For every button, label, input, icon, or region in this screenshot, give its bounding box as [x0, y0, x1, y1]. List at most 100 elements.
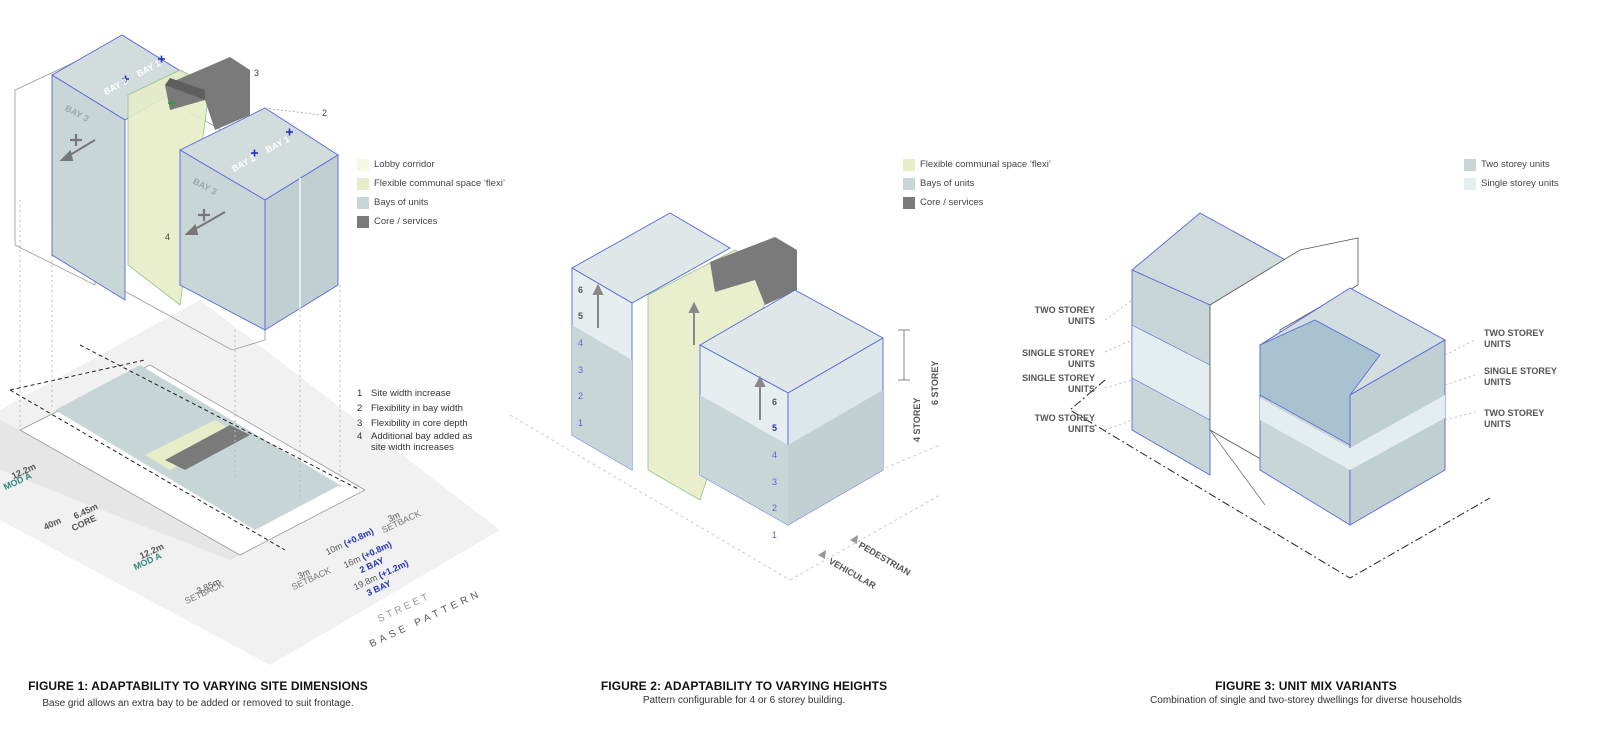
- label-leader-lines: [1104, 299, 1476, 431]
- core-volume: [165, 57, 250, 130]
- block-left-lower: [572, 325, 632, 470]
- note-item: 4 Additional bay added as site width incr…: [357, 431, 477, 453]
- note-number: 1: [357, 388, 363, 399]
- unit-label: TWO STOREY UNITS: [1034, 305, 1095, 326]
- legend-item: Bays of units: [903, 174, 1051, 193]
- legend-swatch: [1464, 158, 1476, 171]
- legend-label: Core / services: [374, 216, 438, 227]
- legend-item: Core / services: [903, 193, 1051, 212]
- figure-1-caption: FIGURE 1: ADAPTABILITY TO VARYING SITE D…: [0, 679, 396, 709]
- site-boundary: [1069, 379, 1491, 579]
- note-text: Flexibility in bay width: [371, 403, 463, 414]
- up-arrow-icon: [592, 283, 766, 420]
- level-number: 5: [578, 311, 584, 321]
- note-text: Site width increase: [371, 388, 451, 399]
- plan-dashed-line: [9, 359, 146, 391]
- block-right-lower: [700, 395, 788, 525]
- unit-label: TWO STOREY UNITS: [1484, 328, 1545, 349]
- callout-3: 3: [254, 68, 260, 78]
- figure-3: TWO STOREY UNITS SINGLE STOREY UNITS SIN…: [1022, 0, 1600, 755]
- legend-item: Flexible communal space ‘flexi’: [903, 155, 1051, 174]
- plan-dashed-line: [79, 344, 361, 491]
- legend-item: Single storey units: [1464, 174, 1559, 193]
- legend-swatch: [903, 177, 915, 190]
- figure-3-title: FIGURE 3: UNIT MIX VARIANTS: [1215, 679, 1397, 693]
- legend-item: Flexible communal space ‘flexi’: [357, 174, 505, 193]
- legend-swatch: [1464, 177, 1476, 190]
- figure-1-title: FIGURE 1: ADAPTABILITY TO VARYING SITE D…: [28, 679, 368, 693]
- block-right-lower-side: [788, 390, 883, 525]
- highlighted-unit: [1259, 319, 1381, 446]
- legend-swatch: [357, 158, 369, 171]
- leader-line: [264, 107, 321, 116]
- legend-swatch: [903, 158, 915, 171]
- level-number: 6: [578, 285, 584, 295]
- legend-label: Flexible communal space ‘flexi’: [374, 178, 505, 189]
- note-number: 3: [357, 418, 363, 429]
- pedestrian-arrow-icon: [850, 535, 858, 544]
- legend-label: Single storey units: [1481, 178, 1559, 189]
- figure-3-legend: Two storey units Single storey units: [1464, 155, 1559, 193]
- legend-swatch: [357, 215, 369, 228]
- legend-swatch: [903, 196, 915, 209]
- legend-label: Core / services: [920, 197, 984, 208]
- block-b-right: [264, 154, 339, 331]
- level-number: 3: [772, 477, 778, 487]
- note-item: 3 Flexibility in core depth: [357, 416, 477, 431]
- block-a-face: [51, 74, 126, 301]
- four-storey-label: 4 STOREY: [912, 397, 922, 442]
- note-text: Flexibility in core depth: [371, 418, 468, 429]
- note-text: Additional bay added as site width incre…: [371, 431, 473, 453]
- unit-label: TWO STOREY UNITS: [1034, 413, 1095, 434]
- level-number: 2: [578, 391, 584, 401]
- figure-3-drawing: [1069, 212, 1491, 579]
- figure-2-subtitle: Pattern configurable for 4 or 6 storey b…: [642, 695, 846, 706]
- legend-swatch: [357, 177, 369, 190]
- figure-3-subtitle: Combination of single and two-storey dwe…: [1150, 695, 1462, 706]
- single-storey-band: [1260, 398, 1350, 470]
- level-number: 4: [578, 338, 584, 348]
- legend-label: Two storey units: [1481, 159, 1550, 170]
- figure-3-caption: FIGURE 3: UNIT MIX VARIANTS Combination …: [1060, 679, 1552, 706]
- figure-2: 6 5 4 3 2 1 6 5 4 3 2 1 4 STOREY 6 STORE…: [509, 0, 1060, 755]
- leader-line: [1209, 429, 1266, 506]
- figure-1-subtitle: Base grid allows an extra bay to be adde…: [42, 698, 354, 709]
- core-volume: [710, 237, 797, 305]
- figure-1: 3 2 4 BAY 1 BAY 2 BAY 3 BAY 1 BAY 2 BAY …: [0, 0, 520, 755]
- arrow-icon: [59, 139, 226, 235]
- legend-label: Flexible communal space ‘flexi’: [920, 159, 1051, 170]
- legend-label: Bays of units: [920, 178, 975, 189]
- figure-2-legend: Flexible communal space ‘flexi’ Bays of …: [903, 155, 1051, 212]
- legend-item: Core / services: [357, 212, 505, 231]
- note-number: 4: [357, 431, 363, 442]
- core-volume-shade: [165, 78, 205, 100]
- unit-label: SINGLE STOREY UNITS: [1022, 373, 1095, 394]
- figure-1-legend: Lobby corridor Flexible communal space ‘…: [357, 155, 505, 231]
- legend-item: Bays of units: [357, 193, 505, 212]
- unit-label: TWO STOREY UNITS: [1484, 408, 1545, 429]
- level-number: 6: [772, 397, 778, 407]
- projection-lines: [19, 200, 341, 500]
- figure-2-caption: FIGURE 2: ADAPTABILITY TO VARYING HEIGHT…: [510, 679, 978, 706]
- legend-item: Lobby corridor: [357, 155, 505, 174]
- callout-2: 2: [322, 108, 328, 118]
- plus-icon: [122, 55, 293, 157]
- level-number: 1: [772, 530, 778, 540]
- ground-lines: [509, 414, 941, 581]
- level-number: 4: [772, 450, 778, 460]
- plan-core: [165, 425, 250, 470]
- plus-icon: [168, 99, 175, 107]
- plus-icon: [70, 134, 210, 221]
- unit-label: SINGLE STOREY UNITS: [1484, 366, 1557, 387]
- level-number: 5: [772, 423, 778, 433]
- legend-label: Bays of units: [374, 197, 429, 208]
- unit-label: SINGLE STOREY UNITS: [1022, 348, 1095, 369]
- legend-label: Lobby corridor: [374, 159, 435, 170]
- legend-swatch: [357, 196, 369, 209]
- note-item: 1 Site width increase: [357, 386, 477, 401]
- six-storey-label: 6 STOREY: [930, 360, 940, 405]
- figure-1-drawing: [0, 34, 500, 665]
- level-number: 2: [772, 503, 778, 513]
- storey-dimension: [898, 329, 910, 381]
- level-number: 3: [578, 365, 584, 375]
